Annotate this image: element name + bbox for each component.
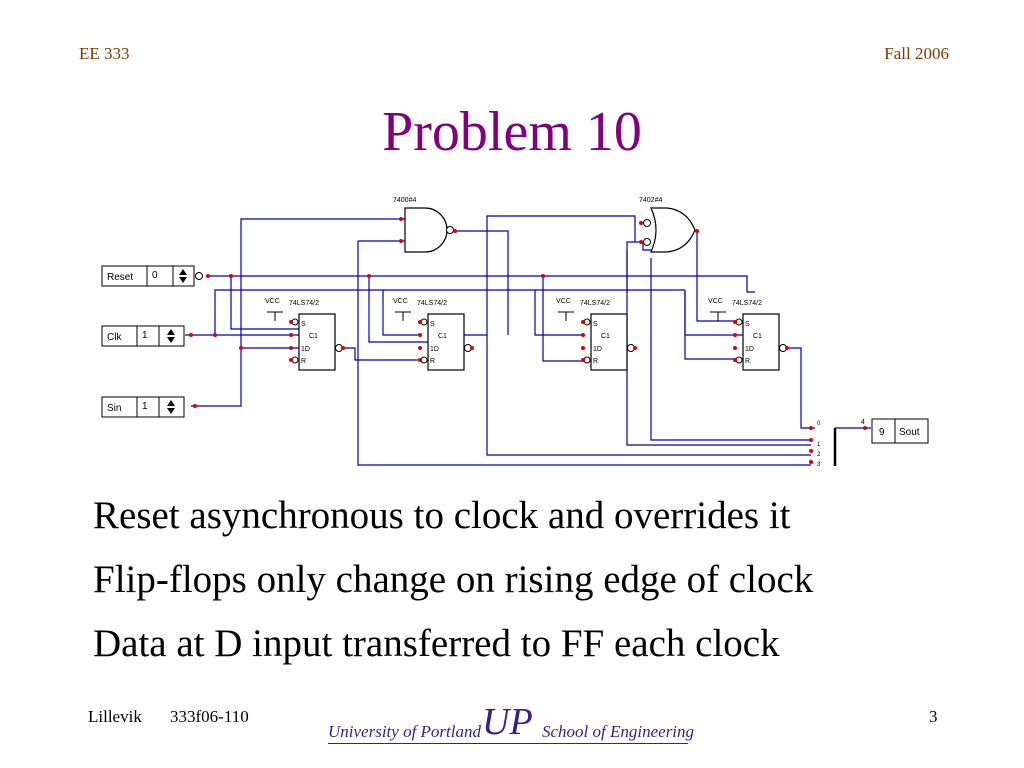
ff-label: 74LS74/2 [732, 300, 762, 307]
svg-text:S: S [745, 321, 750, 328]
nand-gate: 7400#4 [393, 197, 454, 253]
svg-text:2: 2 [817, 452, 821, 458]
footer-author: Lillevik [88, 707, 142, 726]
input-name: Sin [107, 403, 121, 414]
bus-connector: 0 1 2 3 4 [817, 419, 865, 468]
svg-text:C1: C1 [438, 333, 447, 340]
svg-text:R: R [430, 358, 435, 365]
input-clk[interactable]: Clk 1 [101, 325, 185, 347]
svg-text:1D: 1D [593, 346, 602, 353]
svg-text:4: 4 [861, 419, 865, 426]
input-sin[interactable]: Sin 1 [101, 396, 185, 418]
input-name: Clk [107, 332, 122, 343]
svg-text:VCC: VCC [393, 298, 408, 305]
nor-gate: 7402#4 [639, 197, 696, 253]
svg-text:S: S [593, 321, 598, 328]
flip-flop-3: VCC 74LS74/2 S C1 1D R [556, 298, 635, 371]
input-name: Reset [107, 272, 133, 283]
reset-to-ff1 [230, 276, 299, 330]
footer-doc-id: 333f06-110 [170, 707, 249, 726]
ff-label: 74LS74/2 [289, 300, 319, 307]
q3-to-bus1 [626, 348, 811, 446]
bullet-item: Flip-flops only change on rising edge of… [93, 558, 814, 601]
clk-to-ff2 [382, 290, 418, 336]
ff2-q [440, 215, 636, 336]
input-value: 1 [142, 401, 148, 412]
reset-bus [281, 275, 755, 293]
reset-to-ff2 [368, 276, 432, 343]
gate-label: 7402#4 [639, 197, 662, 204]
term-label: Fall 2006 [884, 44, 949, 63]
gate2-out [696, 231, 745, 322]
output-value: 9 [879, 427, 885, 438]
q4-to-bus0 [650, 258, 811, 441]
q2-to-bus2 [486, 335, 811, 456]
svg-text:C1: C1 [753, 333, 762, 340]
svg-text:1D: 1D [745, 346, 754, 353]
flip-flop-1: VCC 74LS74/2 S C1 1D R [265, 298, 343, 371]
university-logo: UP [482, 701, 533, 743]
reset-to-ff3 [542, 276, 592, 362]
toggle-arrows-icon[interactable] [167, 329, 175, 343]
circuit-diagram: Reset 0 Clk 1 Sin 1 7400#4 7402#4 VCC 74… [101, 197, 929, 468]
svg-text:C1: C1 [309, 333, 318, 340]
svg-text:VCC: VCC [265, 298, 280, 305]
flip-flop-4: VCC 74LS74/2 S C1 1D R [708, 298, 787, 371]
svg-text:R: R [593, 358, 598, 365]
logo-rule [328, 743, 688, 744]
wires [185, 215, 871, 466]
svg-text:R: R [301, 358, 306, 365]
ff4-q [785, 347, 815, 429]
clk-wire [185, 289, 685, 336]
output-name: Sout [899, 427, 920, 438]
course-label: EE 333 [79, 44, 130, 63]
clk-to-ff4 [684, 290, 745, 336]
svg-text:UP: UP [482, 701, 533, 743]
bullet-item: Data at D input transferred to FF each c… [93, 622, 780, 665]
svg-text:S: S [430, 321, 435, 328]
input-value: 1 [142, 330, 148, 341]
svg-text:R: R [745, 358, 750, 365]
ff-label: 74LS74/2 [417, 300, 447, 307]
school-name: School of Engineering [542, 722, 695, 741]
flip-flop-2: VCC 74LS74/2 S C1 1D R [393, 298, 472, 371]
page-number: 3 [929, 707, 938, 726]
svg-text:1: 1 [817, 442, 821, 448]
svg-text:3: 3 [817, 462, 821, 468]
slide-title: Problem 10 [382, 101, 642, 163]
gate1-out [451, 230, 509, 335]
svg-text:1D: 1D [301, 346, 310, 353]
toggle-arrows-icon[interactable] [179, 269, 187, 283]
toggle-arrows-icon[interactable] [167, 400, 175, 414]
svg-text:S: S [301, 321, 306, 328]
svg-text:1D: 1D [430, 346, 439, 353]
q1-to-bus3 [357, 241, 811, 466]
university-name: University of Portland [328, 722, 481, 741]
svg-text:0: 0 [817, 421, 821, 427]
input-reset[interactable]: Reset 0 [101, 265, 203, 287]
ff1-q [335, 347, 418, 361]
svg-text:VCC: VCC [556, 298, 571, 305]
output-sout: 9 Sout [871, 418, 929, 444]
input-value: 0 [152, 270, 158, 281]
wire-nodes [189, 217, 867, 464]
svg-text:VCC: VCC [708, 298, 723, 305]
svg-text:C1: C1 [601, 333, 610, 340]
clk-to-ff3 [534, 290, 583, 336]
bullet-list: Reset asynchronous to clock and override… [93, 490, 813, 682]
sin-wire [191, 218, 391, 407]
bullet-item: Reset asynchronous to clock and override… [93, 494, 791, 537]
gate-label: 7400#4 [393, 197, 416, 204]
ff-label: 74LS74/2 [580, 300, 610, 307]
